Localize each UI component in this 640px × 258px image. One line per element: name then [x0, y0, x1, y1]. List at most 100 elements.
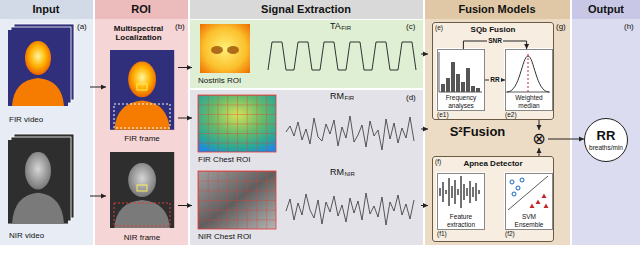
- histogram-part: [476, 88, 480, 92]
- histogram-part: [439, 52, 482, 92]
- edge-label: SNR: [487, 37, 503, 44]
- node-text: NIR frame: [124, 233, 160, 242]
- histogram: [439, 52, 482, 92]
- histogram-part: [466, 68, 470, 92]
- panel-letter: (b): [175, 22, 185, 31]
- column-grounds-part: [425, 0, 570, 245]
- weighted-curve-part: [507, 56, 549, 92]
- connector-line: [90, 87, 106, 88]
- connector-line: [178, 205, 192, 206]
- signal-subscript: NIR: [345, 171, 355, 178]
- fir-frame-image: [110, 50, 174, 130]
- fir-video-stack-part: [11, 27, 71, 103]
- roi-panel: Multispectral LocalizationFIR frameNIR f…: [97, 21, 186, 244]
- connector: [90, 194, 106, 199]
- signal-panel: FIR Chest ROI: [192, 92, 421, 166]
- rm-fir-signal: [286, 116, 414, 150]
- nir-frame-image-part: [110, 152, 174, 228]
- column-header: Fusion Models: [459, 3, 536, 16]
- fusion-box-grounds-part: [432, 22, 554, 120]
- connector: [178, 203, 192, 208]
- panel-letter: (e): [435, 24, 443, 31]
- signal-name: RM: [330, 167, 344, 177]
- arrow-head: [101, 85, 106, 90]
- node-text: SVM Ensemble: [507, 213, 551, 228]
- step-box: Frequency analyses: [437, 49, 485, 111]
- roi-frame: FIR frame: [106, 48, 178, 144]
- panel-letter: (f2): [505, 230, 515, 237]
- column-grounds-part: [190, 20, 423, 88]
- column-grounds-part: [572, 0, 640, 245]
- nir-video-stack: [8, 134, 74, 224]
- nostrils-image-part: [227, 46, 239, 54]
- column-grounds-part: [0, 0, 93, 245]
- node-text: SQb Fusion: [471, 25, 516, 34]
- panel-letter: (e1): [437, 111, 449, 118]
- feature-waveform: [440, 176, 479, 208]
- connector-line: [539, 120, 540, 130]
- fir-chest-image-part: [198, 95, 276, 152]
- connector-line: [421, 129, 428, 130]
- column-header: Signal Extraction: [261, 3, 351, 16]
- step-box: Weighted median: [505, 49, 553, 111]
- svm-scatter-part: [512, 192, 516, 196]
- nostrils-image-part: [200, 24, 250, 73]
- connector: [178, 116, 192, 121]
- rm-nir-signal: [286, 193, 414, 225]
- fusion-box-grounds-part: [504, 172, 552, 229]
- panel-letter: (g): [556, 22, 566, 31]
- header-strip-part: [95, 0, 188, 19]
- svm-scatter-part: [544, 204, 549, 209]
- node-text: FIR video: [9, 115, 43, 124]
- arrow-head: [423, 52, 428, 57]
- node-text: NIR video: [9, 231, 44, 240]
- nir-chest-image-part: [198, 171, 276, 229]
- fusion-box-grounds-part: [432, 156, 554, 242]
- arrow-head: [187, 65, 192, 70]
- input-video: NIR video: [4, 132, 90, 242]
- weighted-curve-part: [506, 92, 550, 93]
- connector: [178, 65, 192, 70]
- svm-scatter-part: [516, 186, 520, 190]
- arrow-head: [101, 194, 106, 199]
- fusion-box-grounds-part: [436, 48, 484, 110]
- node-text: ⊗: [532, 131, 545, 147]
- panel-letter: (f): [435, 158, 441, 165]
- connector: [537, 148, 542, 156]
- svm-scatter-part: [510, 180, 514, 184]
- panel-letter: (d): [406, 93, 416, 102]
- histogram-part: [441, 84, 445, 92]
- node-text: S²Fusion: [450, 125, 506, 140]
- arrow-head: [423, 127, 428, 132]
- connector-line: [539, 148, 540, 156]
- connector-line: [548, 139, 584, 140]
- connector-line: [421, 54, 428, 55]
- connector-line: [178, 67, 192, 68]
- svm-scatter: [508, 176, 549, 210]
- arrow-head: [537, 148, 542, 153]
- fusion-panel: S²Fusion SQb FusionFrequency analyses Weig…: [428, 21, 567, 244]
- header-strip-part: [572, 0, 640, 19]
- node-text: Apnea Detector: [463, 159, 522, 168]
- connector: [90, 85, 106, 90]
- nir-frame-image: [110, 152, 174, 228]
- histogram-part: [456, 74, 460, 92]
- nostrils-image-part: [211, 46, 223, 54]
- fusion-box-grounds: [432, 22, 554, 242]
- column-header: Input: [33, 3, 60, 16]
- header-strip-part: [190, 0, 423, 19]
- panel-letter: (h): [624, 22, 634, 31]
- node-text: Weighted median: [507, 94, 551, 109]
- weighted-curve: [506, 54, 550, 92]
- nir-video-stack-part: [11, 137, 71, 221]
- panel-letter: (f1): [437, 230, 447, 237]
- fir-frame-image-part: [114, 104, 170, 128]
- nir-video-stack-part: [14, 134, 74, 218]
- roi-frame: NIR frame: [106, 150, 178, 243]
- node-text: Frequency analyses: [439, 94, 483, 109]
- connector: [421, 203, 428, 208]
- nir-chest-image: [198, 171, 276, 229]
